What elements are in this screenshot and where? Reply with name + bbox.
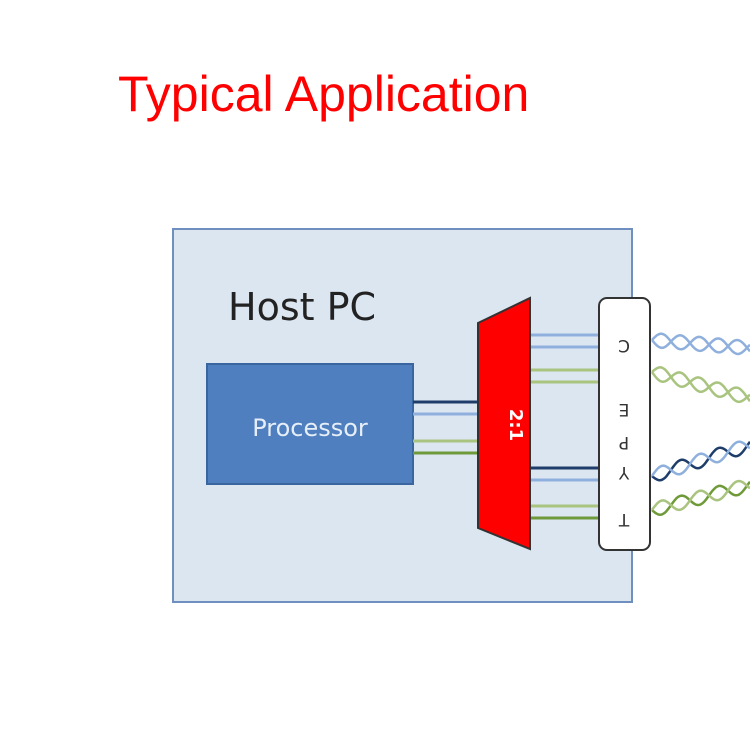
page-title: Typical Application (118, 66, 530, 122)
cable-pair-2-strand-b (651, 366, 750, 403)
cable-pair-1-strand-a (651, 334, 750, 356)
connector-letter-y: Y (618, 462, 630, 482)
cable-pair-1-strand-b (651, 332, 750, 354)
cable-pair-3-strand-a (651, 440, 750, 482)
cable-pair-2-strand-a (650, 371, 750, 404)
cable-pair-4-strand-b (650, 479, 750, 512)
cable-pair-2 (650, 366, 750, 404)
processor-label: Processor (252, 414, 368, 442)
cable-pair-3-strand-b (650, 440, 750, 477)
cable-pair-4 (650, 479, 750, 516)
mux-to-connector-wires-lower (528, 466, 600, 520)
processor-to-mux-wires (413, 400, 486, 455)
connector-letters: C E P Y T (618, 335, 630, 529)
connector-letter-e: E (619, 399, 630, 419)
mux-to-connector-wires-upper (528, 333, 600, 384)
mux-shape (477, 296, 531, 551)
connector-letter-p: P (619, 432, 629, 452)
cable-pair-4-strand-a (651, 480, 750, 516)
host-pc-label: Host PC (228, 285, 376, 329)
twisted-pair-cables (650, 332, 750, 516)
cable-pair-1 (651, 332, 750, 356)
mux-label: 2:1 (505, 409, 526, 441)
type-c-connector (598, 297, 651, 551)
cable-pair-3 (650, 440, 750, 482)
processor-box (206, 363, 414, 485)
connector-letter-t: T (618, 509, 630, 529)
connector-letter-c: C (618, 335, 630, 355)
